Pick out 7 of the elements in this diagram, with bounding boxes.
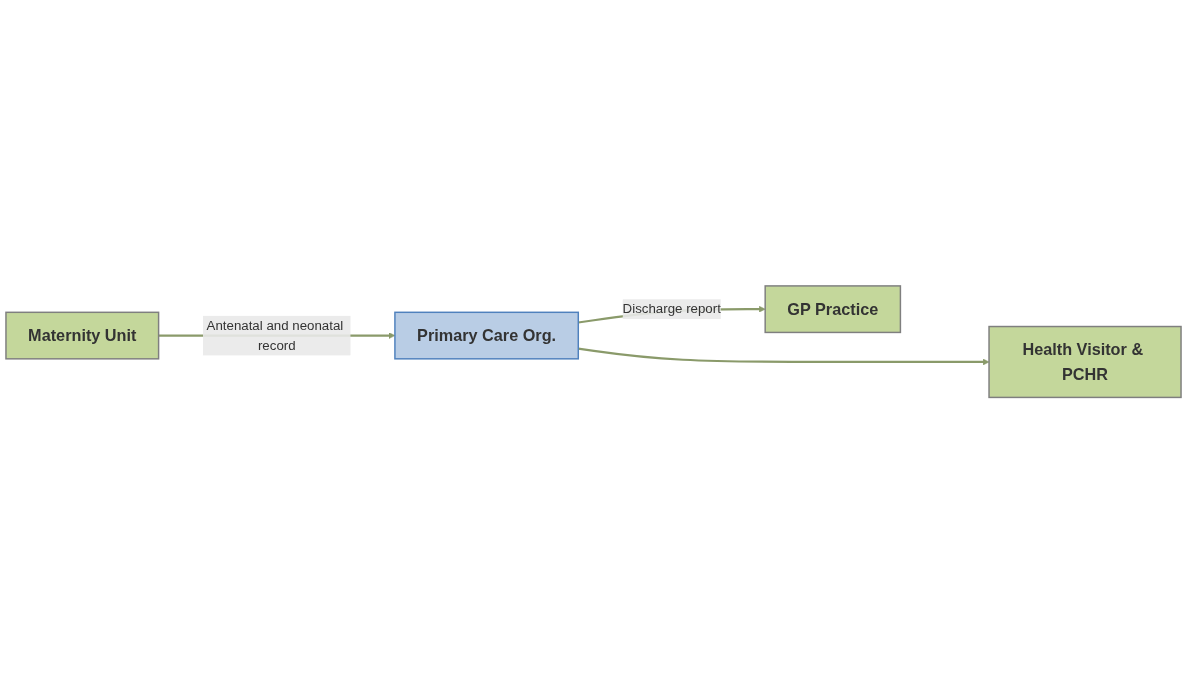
node-box: GP Practice bbox=[764, 285, 902, 334]
node-box: Health Visitor & PCHR bbox=[988, 326, 1182, 399]
node-box: Maternity Unit bbox=[5, 311, 160, 360]
arrow bbox=[578, 347, 990, 366]
edge-label: Antenatal and neonatal record bbox=[206, 318, 344, 353]
edge-label: Discharge report bbox=[622, 301, 721, 317]
node-box: Primary Care Org. bbox=[394, 311, 580, 360]
